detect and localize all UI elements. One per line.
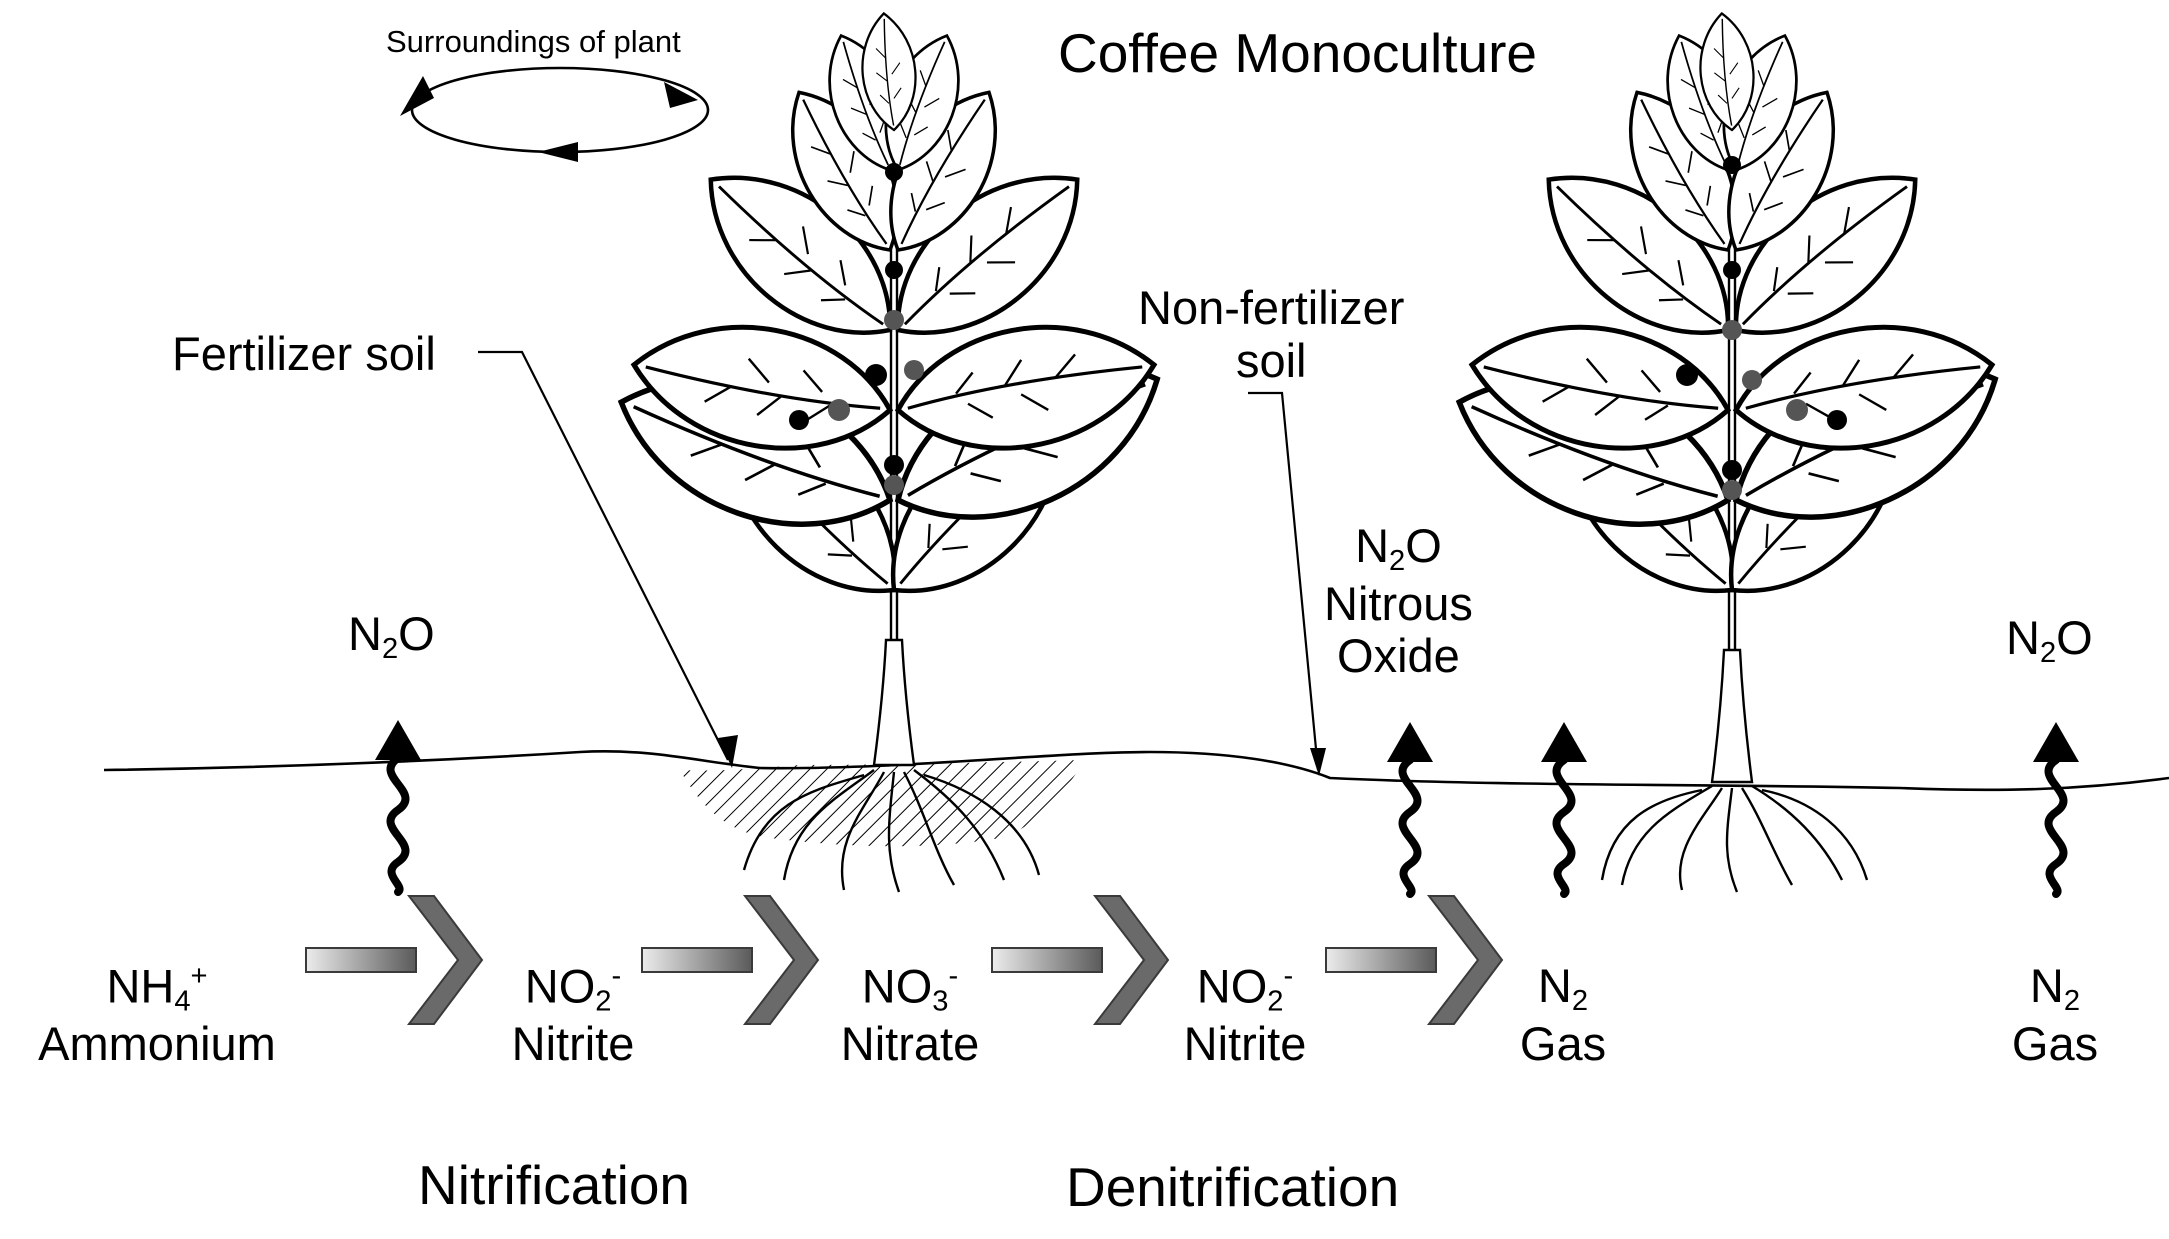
fertilizer-leader-line <box>478 350 729 761</box>
coffee-plant-right <box>1437 10 2022 893</box>
nonfertilizer-leader-arrowhead <box>1310 748 1326 776</box>
emission-arrow-2 <box>1387 722 1433 894</box>
process-arrow-3 <box>991 895 1170 1025</box>
compound-n2-gas-2: N2 Gas <box>2011 959 2099 1070</box>
fertilizer-soil-area <box>680 760 1085 847</box>
emission-arrow-3 <box>1541 722 1587 894</box>
process-arrow-4 <box>1325 895 1504 1025</box>
fertilizer-soil-label: Fertilizer soil <box>172 327 436 380</box>
surroundings-cycle-icon <box>400 66 710 162</box>
fertilizer-leader-arrowhead <box>718 735 738 768</box>
diagram-title: Coffee Monoculture <box>1058 22 1537 84</box>
compound-nitrite-2: NO2- Nitrite <box>1183 959 1307 1071</box>
surroundings-label: Surroundings of plant <box>386 24 681 59</box>
compound-nitrate: NO3- Nitrate <box>840 959 980 1071</box>
ground-line <box>103 750 2169 792</box>
compound-nitrite-1: NO2- Nitrite <box>511 959 635 1071</box>
compound-ammonium: NH4+ Ammonium <box>38 959 276 1071</box>
emission-arrow-1 <box>375 720 421 892</box>
coffee-plant-left <box>599 10 1184 893</box>
nonfertilizer-line-1: Non-fertilizer <box>1138 281 1405 334</box>
process-nitrification: Nitrification <box>418 1154 691 1216</box>
nonfertilizer-soil-label: Non-fertilizer soil <box>1138 281 1405 387</box>
nonfertilizer-leader-line <box>1248 391 1320 771</box>
process-denitrification: Denitrification <box>1066 1156 1400 1218</box>
compound-n2-gas-1: N2 Gas <box>1519 959 1607 1070</box>
nonfertilizer-line-2: soil <box>1235 333 1307 387</box>
emission-label-left: N2O <box>348 607 435 666</box>
process-arrow-2 <box>641 895 820 1025</box>
process-arrow-1 <box>305 895 484 1025</box>
emission-arrow-4 <box>2033 722 2079 894</box>
emission-label-right: N2O <box>2006 611 2093 670</box>
emission-label-middle: N2O Nitrous Oxide <box>1324 519 1473 683</box>
